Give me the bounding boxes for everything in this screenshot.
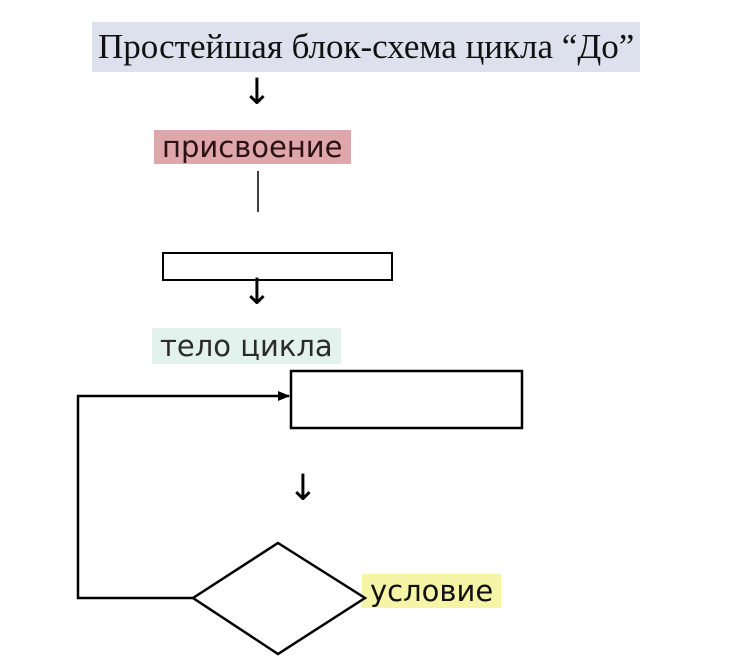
condition-label: условие	[362, 574, 502, 608]
assignment-label: присвоение	[154, 130, 351, 164]
down-arrow-icon: ↓	[242, 72, 272, 113]
loop-body-block	[289, 369, 524, 430]
loop-body-label: тело цикла	[152, 328, 341, 364]
condition-diamond	[190, 541, 368, 656]
down-arrow-icon: ↓	[288, 468, 318, 509]
loop-back-arrow	[76, 391, 290, 600]
down-arrow-icon: ↓	[242, 272, 272, 313]
diagram-title: Простейшая блок-схема цикла “До”	[92, 22, 641, 72]
assignment-block	[162, 252, 393, 281]
